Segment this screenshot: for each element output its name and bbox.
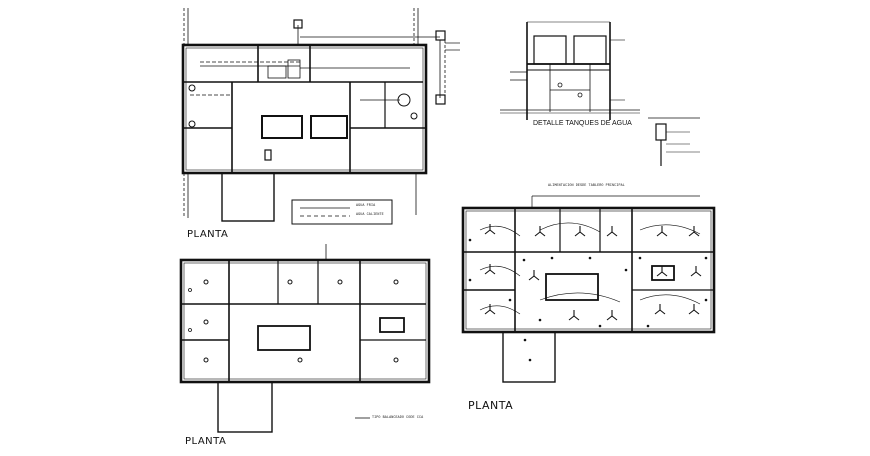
plumbing-plan-title: PLANTA xyxy=(187,229,229,240)
legend-cold-water: AGUA FRIA xyxy=(356,204,376,208)
lighting-plan-title: PLANTA xyxy=(185,436,227,447)
tank-detail-title: DETALLE TANQUES DE AGUA xyxy=(533,120,632,127)
electrical-plan xyxy=(461,195,716,383)
outlets xyxy=(468,238,708,362)
plumbing-plan xyxy=(181,8,460,225)
legend-hot-water: AGUA CALIENTE xyxy=(356,213,384,217)
lighting-note: TIPO BALANCEADO CODE CCA xyxy=(372,416,424,420)
lighting-plan xyxy=(179,244,431,433)
electrical-plan-title: PLANTA xyxy=(468,399,514,412)
tank-detail xyxy=(500,21,700,166)
light-fixtures xyxy=(484,224,702,321)
feed-note: ALIMENTACION DESDE TABLERO PRINCIPAL xyxy=(548,184,625,188)
